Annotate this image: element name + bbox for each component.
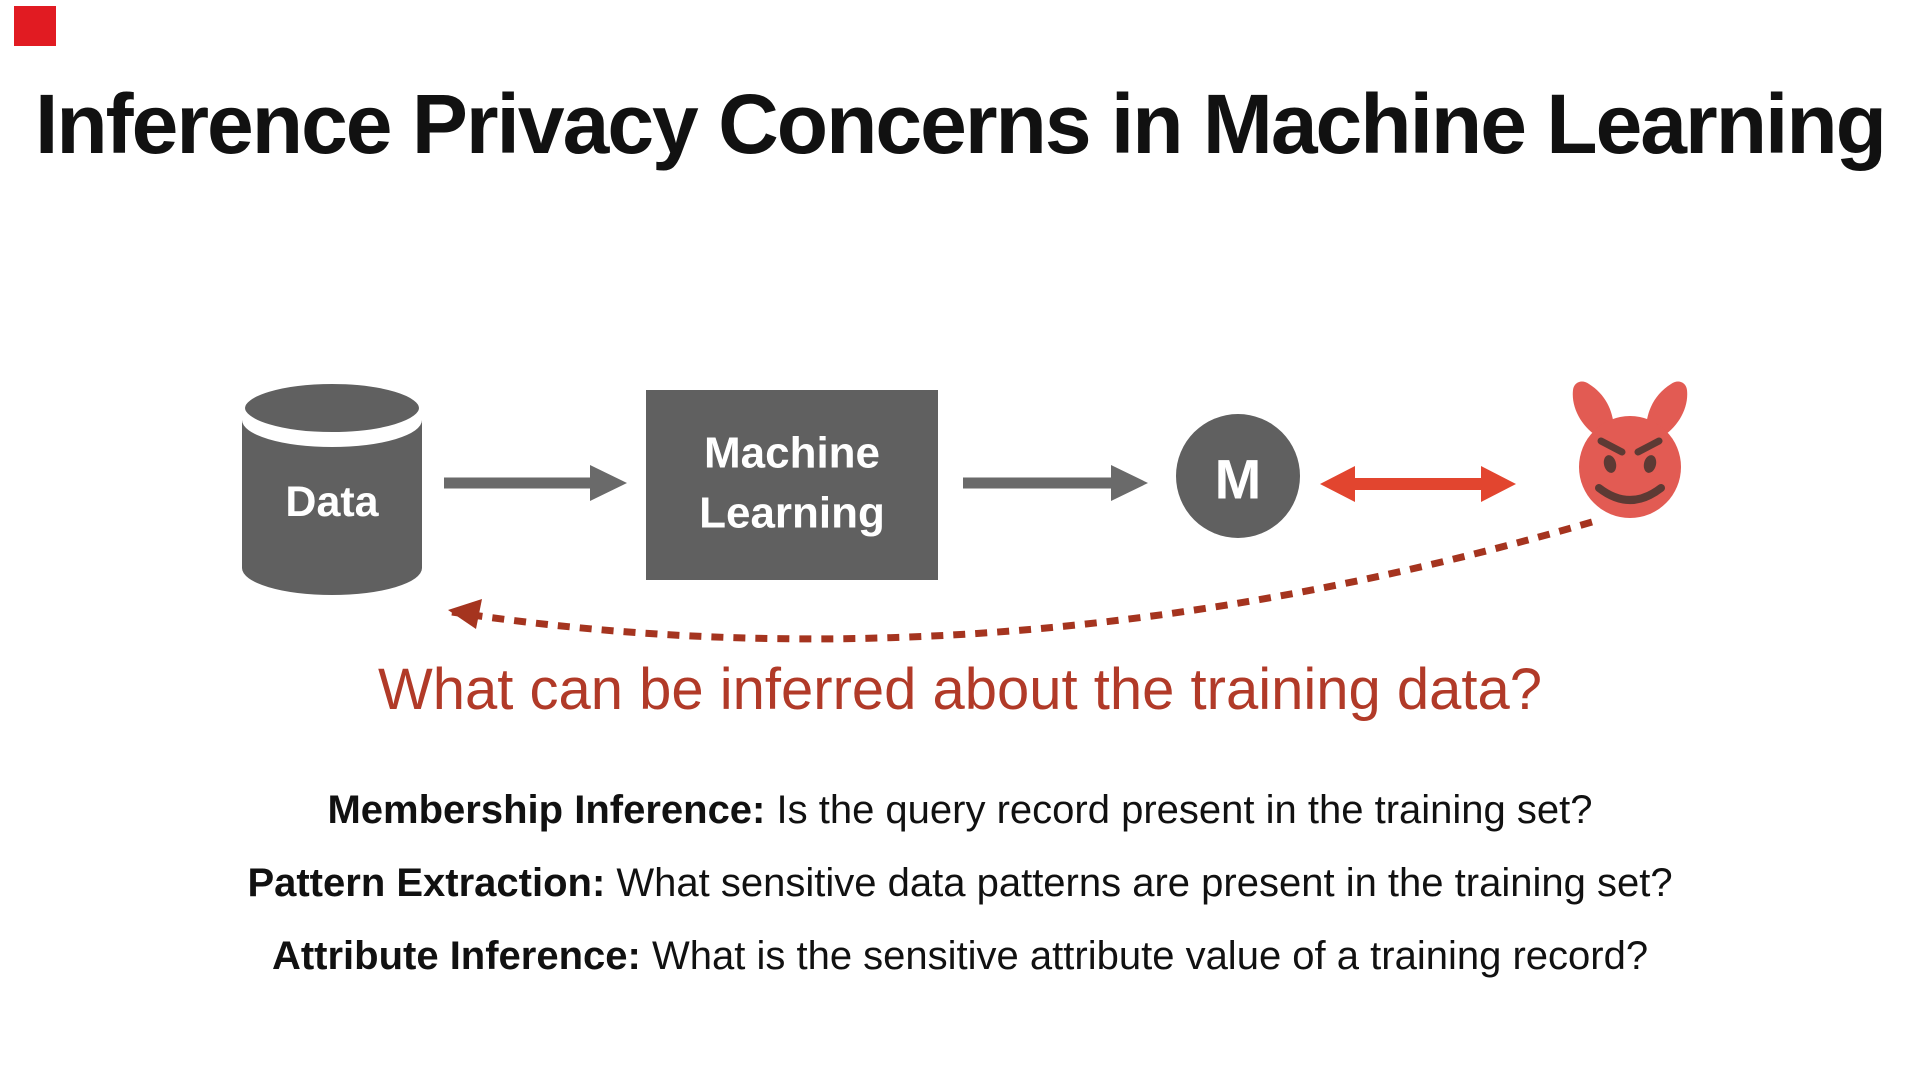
attack-arrowhead-left-icon — [1320, 466, 1355, 502]
devil-smirk — [1595, 484, 1665, 504]
data-label: Data — [285, 478, 379, 526]
arrow-data-to-ml — [444, 465, 627, 501]
arrowhead-icon — [590, 465, 627, 501]
attack-arrowhead-right-icon — [1481, 466, 1516, 502]
bullet-label: Membership Inference: — [327, 788, 766, 832]
model-circle: M — [1176, 414, 1300, 538]
bullet-text: What is the sensitive attribute value of… — [640, 934, 1649, 978]
attack-double-arrow — [1320, 466, 1516, 502]
ml-label-line1: Machine — [704, 429, 880, 478]
slide-title: Inference Privacy Concerns in Machine Le… — [35, 77, 1887, 171]
bullet-attribute-inference: Attribute Inference: What is the sensiti… — [0, 934, 1920, 979]
bullet-label: Pattern Extraction: — [247, 861, 606, 905]
dashed-curved-arrow — [448, 518, 1593, 643]
devil-left-eye — [1603, 455, 1617, 473]
bullet-pattern-extraction: Pattern Extraction: What sensitive data … — [0, 861, 1920, 906]
bullet-label: Attribute Inference: — [271, 934, 641, 978]
bullet-membership-inference: Membership Inference: Is the query recor… — [0, 788, 1920, 833]
ml-label-line2: Learning — [699, 489, 885, 538]
arrow-ml-to-model — [963, 465, 1148, 501]
devil-right-eye — [1643, 455, 1657, 473]
model-label: M — [1215, 448, 1262, 511]
inference-bullet-list: Membership Inference: Is the query recor… — [0, 788, 1920, 979]
devil-right-brow — [1634, 437, 1663, 456]
dashed-arrowhead-icon — [448, 599, 482, 629]
cylinder-lid — [239, 378, 425, 438]
adversary-devil-icon — [1572, 381, 1688, 518]
dashed-curve-path — [451, 518, 1593, 643]
data-cylinder-icon: Data — [239, 378, 425, 595]
arrowhead-icon — [1111, 465, 1148, 501]
cylinder-body — [242, 420, 422, 595]
ml-rect — [646, 390, 938, 580]
machine-learning-box: Machine Learning — [646, 390, 938, 580]
model-disc — [1176, 414, 1300, 538]
devil-left-brow — [1597, 437, 1626, 456]
bullet-text: Is the query record present in the train… — [765, 788, 1593, 832]
red-corner-marker — [14, 6, 56, 46]
bullet-text: What sensitive data patterns are present… — [605, 861, 1673, 905]
question-text: What can be inferred about the training … — [378, 657, 1542, 722]
